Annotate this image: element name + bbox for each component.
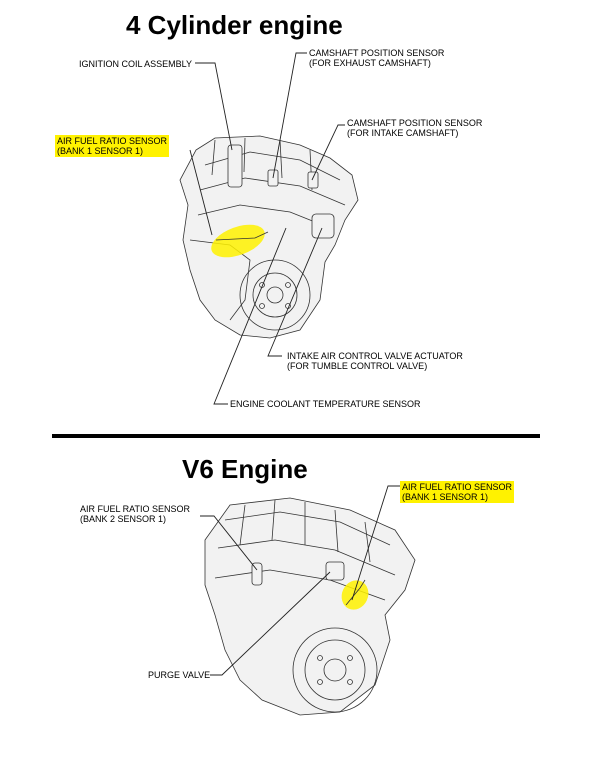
label-cam-exhaust-line-2: (FOR EXHAUST CAMSHAFT): [309, 58, 431, 68]
label-ignition-coil-assembly: IGNITION COIL ASSEMBLY: [79, 59, 192, 69]
label-afr-4cyl-line-1: AIR FUEL RATIO SENSOR: [57, 136, 168, 146]
label-cam-exhaust-line-1: CAMSHAFT POSITION SENSOR: [309, 48, 445, 58]
v6-leader-lines: [200, 485, 401, 676]
label-intake-valve-line-2: (FOR TUMBLE CONTROL VALVE): [287, 361, 428, 371]
label-purge-line-1: PURGE VALVE: [148, 670, 211, 680]
label-intake-valve-line-1: INTAKE AIR CONTROL VALVE ACTUATOR: [287, 351, 463, 361]
label-coolant-line-1: ENGINE COOLANT TEMPERATURE SENSOR: [230, 399, 421, 409]
v6-engine-illustration: [204, 497, 416, 716]
label-afr-bank2-line-1: AIR FUEL RATIO SENSOR: [80, 504, 191, 514]
four-cylinder-engine-illustration: [179, 135, 359, 339]
label-air-fuel-ratio-sensor-bank1-v6: AIR FUEL RATIO SENSOR (BANK 1 SENSOR 1): [400, 481, 515, 503]
label-afr-bank1-v6-line-1: AIR FUEL RATIO SENSOR: [402, 482, 513, 492]
label-purge-valve: PURGE VALVE: [148, 670, 210, 680]
label-afr-bank2-line-2: (BANK 2 SENSOR 1): [80, 514, 167, 524]
label-cam-intake-line-1: CAMSHAFT POSITION SENSOR: [347, 118, 483, 128]
v6-engine-title: V6 Engine: [182, 454, 308, 484]
label-ignition-coil-line-1: IGNITION COIL ASSEMBLY: [79, 59, 193, 69]
four-cylinder-leader-lines: [189, 52, 345, 405]
label-intake-air-control-valve: INTAKE AIR CONTROL VALVE ACTUATOR (FOR T…: [287, 351, 463, 371]
label-afr-bank1-v6-line-2: (BANK 1 SENSOR 1): [402, 492, 489, 502]
label-air-fuel-ratio-sensor-bank1-4cyl: AIR FUEL RATIO SENSOR (BANK 1 SENSOR 1): [55, 135, 170, 157]
four-cylinder-title: 4 Cylinder engine: [126, 10, 343, 40]
label-afr-4cyl-line-2: (BANK 1 SENSOR 1): [57, 146, 144, 156]
afr-sensor-highlight-4cyl: [211, 224, 265, 258]
section-divider: [52, 434, 540, 438]
label-air-fuel-ratio-sensor-bank2: AIR FUEL RATIO SENSOR (BANK 2 SENSOR 1): [80, 504, 190, 524]
label-camshaft-sensor-intake: CAMSHAFT POSITION SENSOR (FOR INTAKE CAM…: [347, 118, 482, 138]
label-cam-intake-line-2: (FOR INTAKE CAMSHAFT): [347, 128, 459, 138]
label-engine-coolant-temperature-sensor: ENGINE COOLANT TEMPERATURE SENSOR: [230, 399, 421, 409]
label-camshaft-sensor-exhaust: CAMSHAFT POSITION SENSOR (FOR EXHAUST CA…: [309, 48, 444, 68]
